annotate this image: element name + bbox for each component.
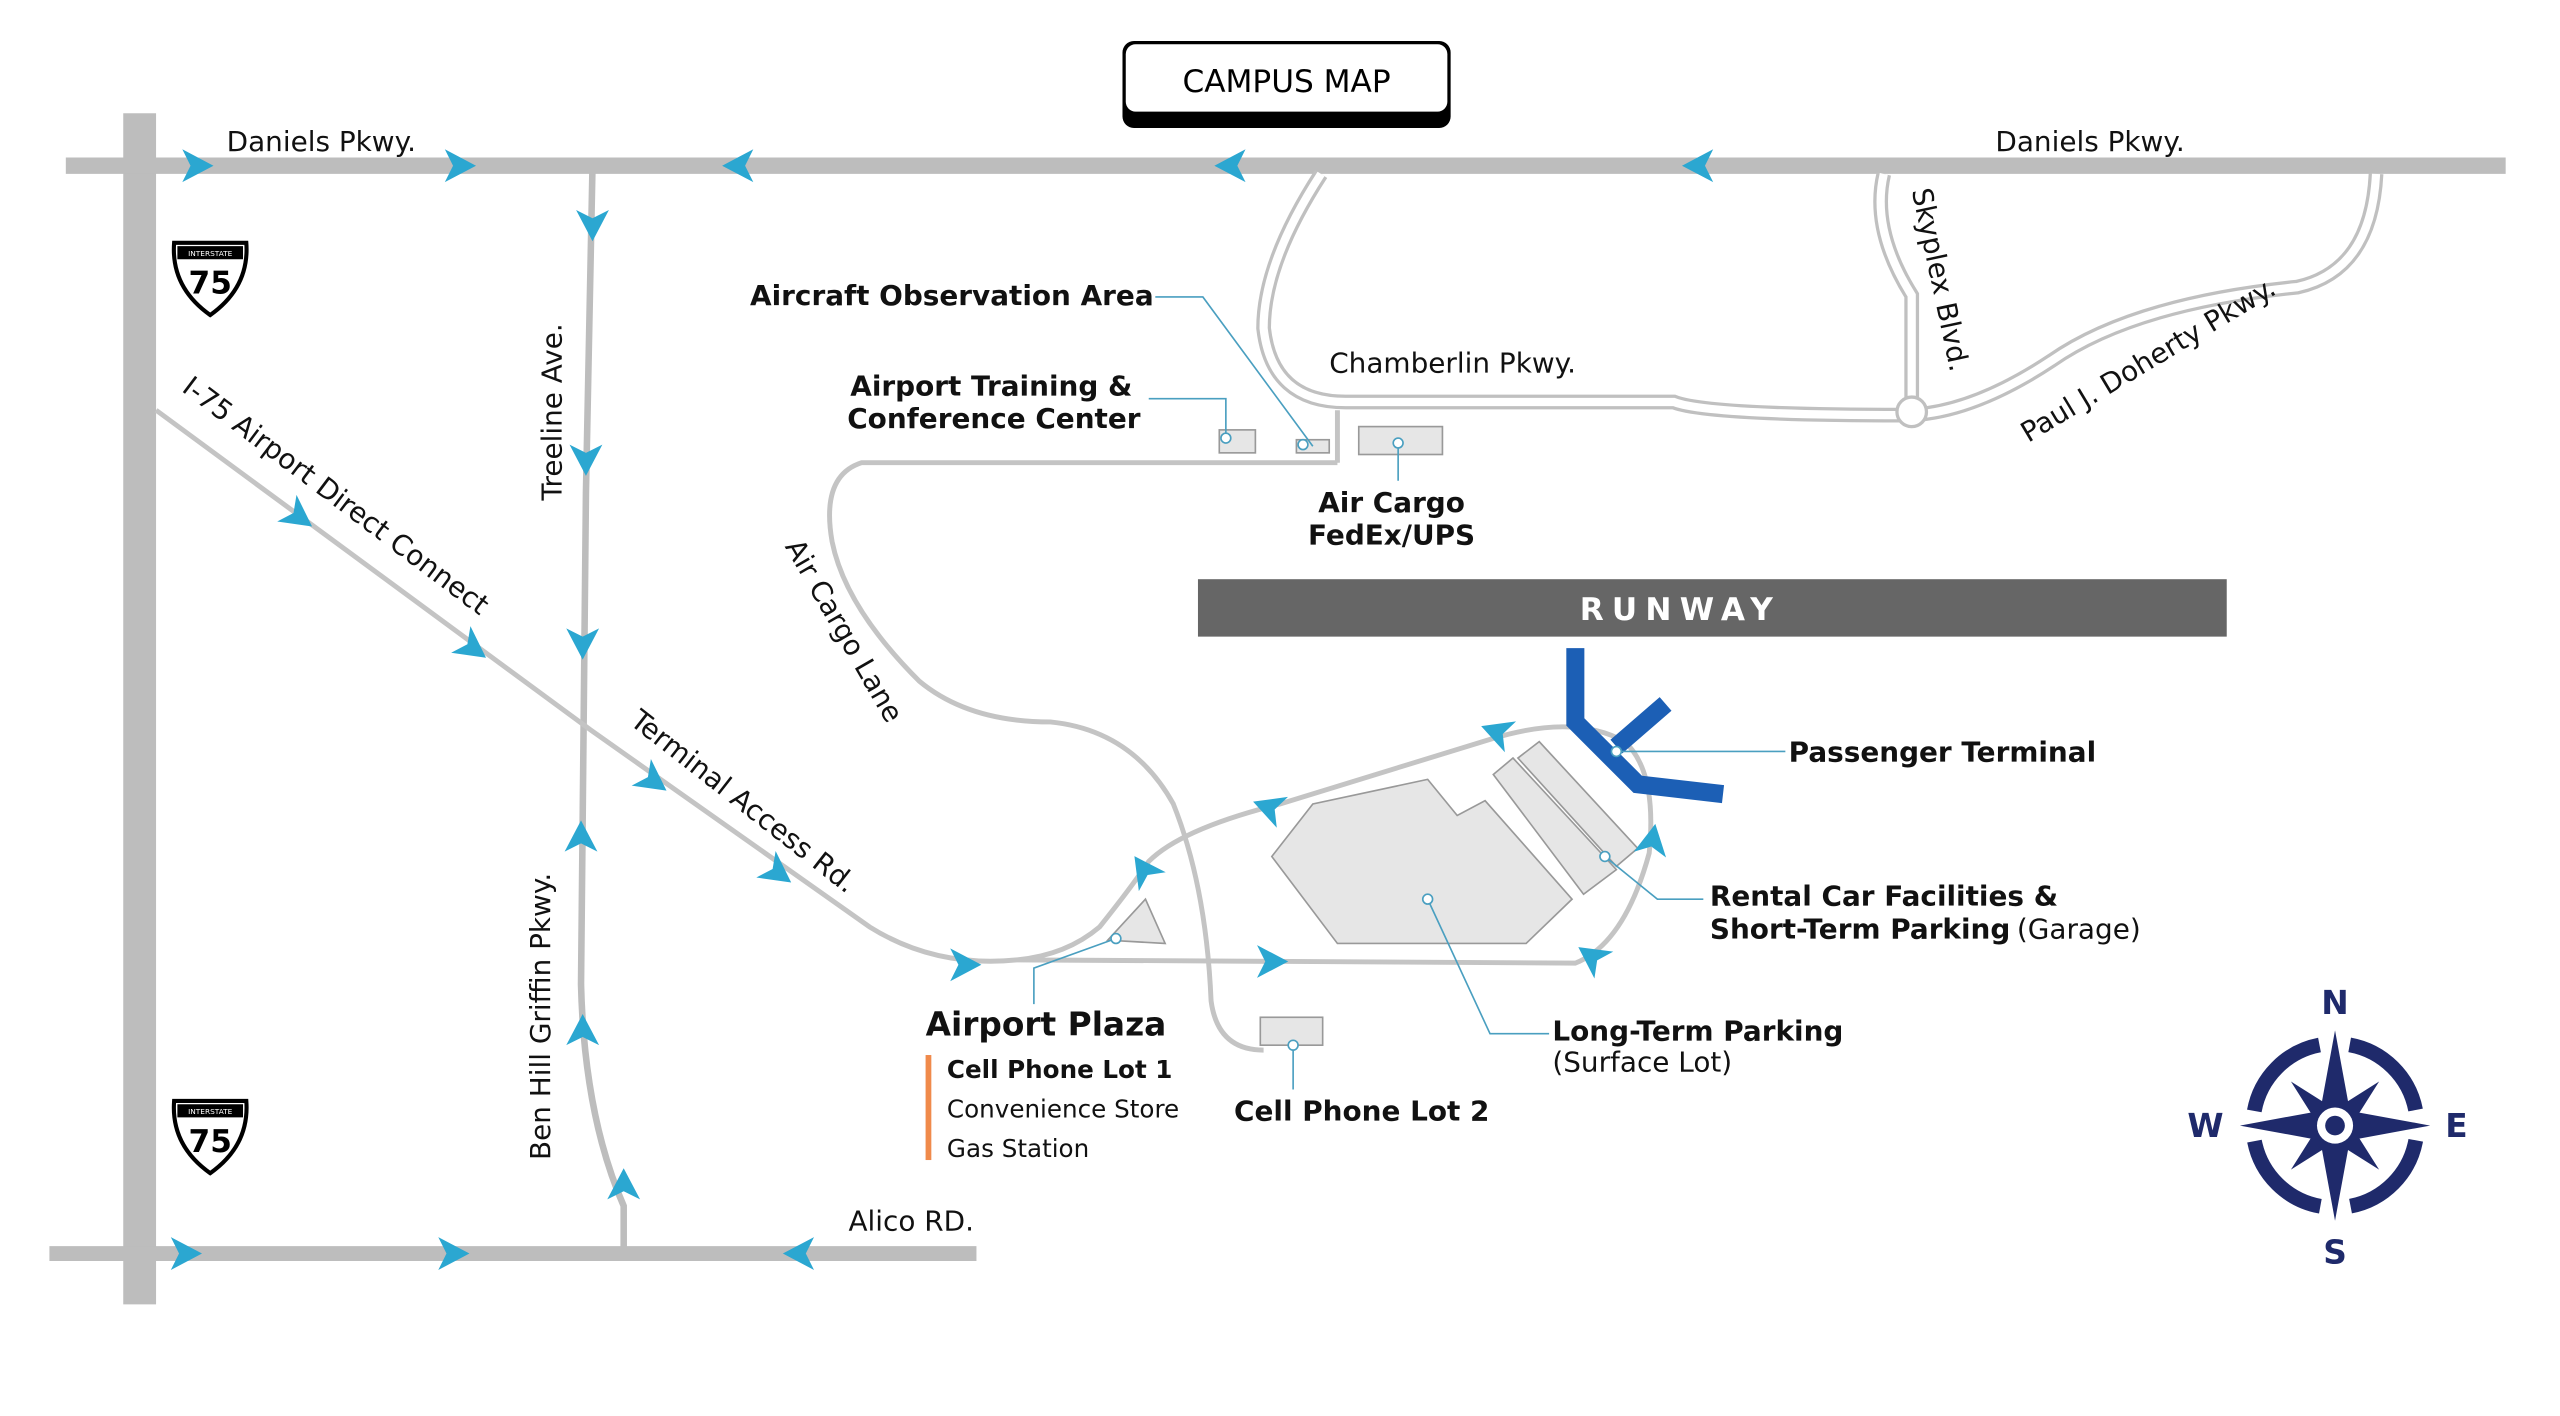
direction-arrow-icon	[1578, 947, 1614, 979]
road-labels: Daniels Pkwy. Daniels Pkwy. Treeline Ave…	[176, 125, 2281, 1238]
air-cargo-lane-label: Air Cargo Lane	[778, 533, 909, 728]
runway-label: RUNWAY	[1580, 592, 1781, 628]
rental-car-garage	[1492, 756, 1618, 896]
map-title: CAMPUS MAP	[1182, 64, 1390, 100]
alico-rd-label: Alico RD.	[848, 1205, 974, 1238]
airport-plaza-building	[1105, 897, 1167, 945]
daniels-pkwy-east-label: Daniels Pkwy.	[1995, 125, 2184, 158]
direction-arrow-icon	[438, 1237, 470, 1270]
traffic-direction-arrows	[170, 149, 1714, 1270]
direction-arrow-icon	[451, 626, 487, 658]
direction-arrow-icon	[1134, 856, 1166, 892]
compass-rose-icon: N S W E	[2187, 984, 2467, 1271]
direction-arrow-icon	[722, 149, 754, 183]
runway: RUNWAY	[1197, 579, 2227, 637]
place-labels: Aircraft Observation Area Airport Traini…	[750, 279, 2141, 1163]
direction-arrow-icon	[782, 1237, 815, 1270]
long-term-parking-label-1: Long-Term Parking	[1552, 1014, 1843, 1047]
compass-s: S	[2323, 1233, 2347, 1271]
direction-arrow-icon	[1681, 149, 1714, 183]
long-term-parking-label-2: (Surface Lot)	[1552, 1045, 1732, 1078]
direction-arrow-icon	[1214, 149, 1246, 183]
direction-arrow-icon	[566, 628, 600, 660]
direction-arrow-icon	[277, 494, 313, 527]
direction-arrow-icon	[564, 820, 598, 852]
cell-phone-lot-2-label: Cell Phone Lot 2	[1234, 1095, 1489, 1128]
air-cargo-label-2: FedEx/UPS	[1308, 519, 1475, 552]
leader-lines	[1033, 296, 1786, 1090]
training-center-label-1: Airport Training &	[850, 369, 1132, 402]
interstate-75-shield-bottom: INTERSTATE 75	[171, 1098, 249, 1176]
direction-arrow-icon	[576, 210, 609, 242]
compass-n: N	[2321, 984, 2348, 1022]
airport-plaza-bar	[925, 1055, 932, 1161]
direction-arrow-icon	[756, 850, 792, 883]
rental-car-label-2: Short-Term Parking(Garage)	[1710, 913, 2141, 946]
airport-plaza-label: Airport Plaza	[926, 1005, 1167, 1043]
ben-hill-griffin-label: Ben Hill Griffin Pkwy.	[524, 873, 557, 1160]
compass-w: W	[2187, 1107, 2223, 1145]
direction-arrow-icon	[566, 1014, 600, 1046]
direction-arrow-icon	[950, 948, 982, 982]
air-cargo-building	[1357, 425, 1444, 456]
observation-area-label: Aircraft Observation Area	[750, 279, 1154, 312]
svg-text:75: 75	[189, 266, 232, 302]
daniels-pkwy-west-label: Daniels Pkwy.	[227, 125, 416, 158]
direct-connect-label: I-75 Airport Direct Connect	[176, 370, 495, 622]
svg-text:INTERSTATE: INTERSTATE	[188, 249, 233, 258]
air-cargo-label-1: Air Cargo	[1318, 486, 1465, 519]
terminal-access-rd-label: Terminal Access Rd.	[624, 702, 863, 899]
direction-arrow-icon	[1481, 721, 1517, 753]
compass-e: E	[2445, 1107, 2467, 1145]
passenger-terminal-label: Passenger Terminal	[1789, 735, 2097, 768]
chamberlin-pkwy-label: Chamberlin Pkwy.	[1329, 346, 1576, 379]
direction-arrow-icon	[182, 149, 214, 183]
passenger-terminal-building	[1566, 648, 1725, 804]
plaza-item-gas-station: Gas Station	[947, 1134, 1089, 1163]
direction-arrow-icon	[444, 149, 477, 183]
long-term-parking-lot	[1270, 778, 1574, 945]
direction-arrow-icon	[1633, 823, 1667, 858]
chamberlin-pkwy-road	[1256, 169, 2384, 429]
terminal-access-loop	[154, 408, 1654, 966]
direction-arrow-icon	[170, 1237, 203, 1270]
buildings	[1105, 425, 1725, 1047]
interstate-75-shield-top: INTERSTATE 75	[171, 240, 249, 318]
rental-car-label-1: Rental Car Facilities &	[1710, 880, 2058, 913]
direction-arrow-icon	[1257, 945, 1289, 978]
plaza-item-convenience-store: Convenience Store	[947, 1094, 1179, 1123]
treeline-ave-label: Treeline Ave.	[535, 323, 568, 501]
treeline-benhill-road	[577, 165, 627, 1254]
direction-arrow-icon	[607, 1168, 641, 1200]
plaza-item-cell-phone-lot-1: Cell Phone Lot 1	[947, 1055, 1172, 1084]
direction-arrow-icon	[1253, 796, 1289, 828]
training-center-label-2: Conference Center	[847, 402, 1141, 435]
direction-arrow-icon	[631, 759, 667, 791]
title-box: CAMPUS MAP	[1122, 41, 1451, 128]
svg-text:INTERSTATE: INTERSTATE	[188, 1107, 233, 1116]
air-cargo-lane-road	[827, 460, 1338, 1053]
direction-arrow-icon	[569, 444, 603, 476]
svg-text:75: 75	[189, 1124, 232, 1160]
